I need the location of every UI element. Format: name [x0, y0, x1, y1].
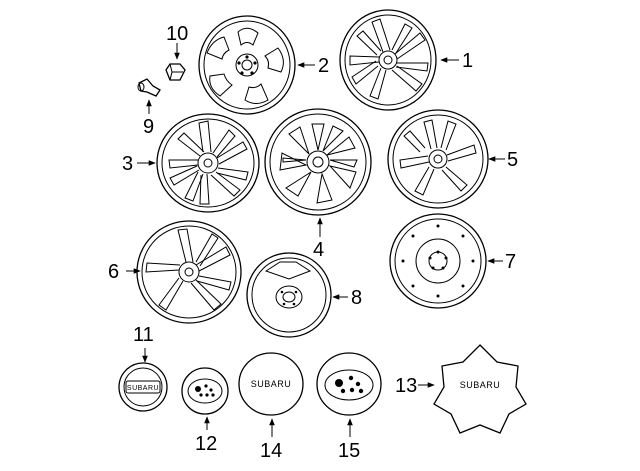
wheel-part-7: [389, 213, 487, 309]
wheel-part-1: [339, 9, 437, 111]
cap-13-logo-text: SUBARU: [460, 380, 501, 390]
subaru-star-logo-icon: [335, 375, 364, 394]
callout-4: 4: [313, 239, 324, 261]
callout-2: 2: [318, 55, 329, 77]
callout-7: 7: [505, 251, 516, 273]
wheel-part-3: [156, 113, 260, 213]
callout-10: 10: [166, 23, 188, 45]
callout-12: 12: [195, 433, 217, 455]
callout-15: 15: [338, 440, 360, 462]
cap-11-logo-text: SUBARU: [127, 385, 159, 392]
callout-14: 14: [260, 440, 282, 462]
cap-14-logo-text: SUBARU: [251, 379, 292, 389]
center-cap-part-15: [316, 352, 382, 416]
center-cap-part-11: SUBARU: [118, 362, 168, 412]
valve-stem-part-9: [137, 78, 161, 97]
wheel-part-5: [387, 109, 489, 209]
wheel-part-6: [136, 220, 242, 324]
wheel-part-2: [198, 15, 296, 115]
center-cap-part-12: [181, 367, 229, 415]
center-cap-part-14: SUBARU: [238, 352, 304, 416]
wheel-part-8: [246, 252, 332, 338]
center-cap-part-13: SUBARU: [433, 344, 527, 434]
callout-13: 13: [395, 375, 417, 397]
wheel-part-4: [264, 108, 372, 216]
callout-9: 9: [143, 116, 154, 138]
callout-1: 1: [462, 50, 473, 72]
callout-5: 5: [507, 149, 518, 171]
callout-8: 8: [351, 287, 362, 309]
subaru-star-logo-icon: [195, 384, 215, 397]
lug-nut-part-10: [165, 63, 186, 81]
callout-3: 3: [122, 153, 133, 175]
callout-11: 11: [133, 324, 154, 346]
callout-6: 6: [108, 261, 119, 283]
